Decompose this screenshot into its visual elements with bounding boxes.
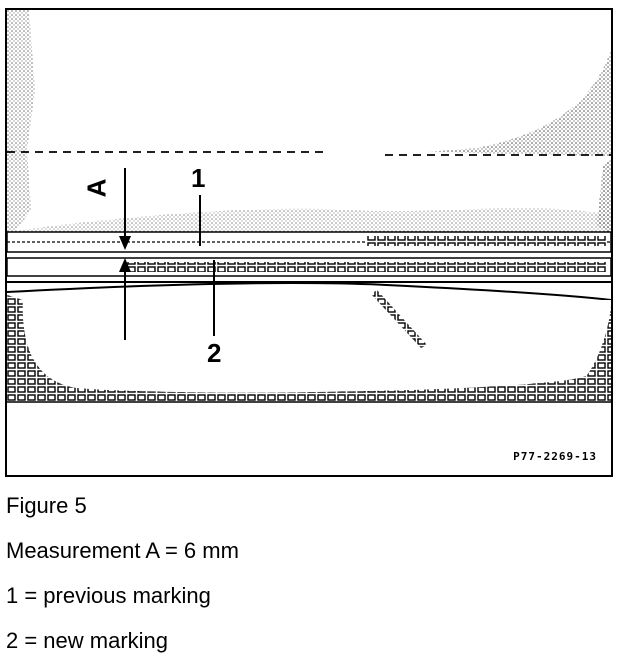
measurement-text: Measurement A = 6 mm [6,538,239,563]
right-shading-upper [427,50,611,156]
legend-item-1: 1 = previous marking [6,583,211,608]
callout-a: A [81,178,112,198]
arrow-a-bottom-head [119,258,131,272]
technical-illustration: A 1 2 P77-2269-13 [5,8,613,477]
body-inner [22,300,611,393]
callout-1: 1 [191,163,206,193]
measurement-drawing [7,10,611,403]
arrow-a-top-head [119,236,131,250]
left-shading [7,10,35,232]
figure-title: Figure 5 [6,493,87,518]
body-brick-outline [7,295,611,402]
diagonal-trail [371,290,427,348]
mid-shading [7,208,611,235]
legend-item-2: 2 = new marking [6,628,169,653]
rail-line-2 [7,282,611,301]
upper-strip-blocks [367,236,607,246]
lower-strip-blocks [127,262,607,272]
callout-2: 2 [207,338,222,368]
figure-reference-code: P77-2269-13 [513,450,597,463]
